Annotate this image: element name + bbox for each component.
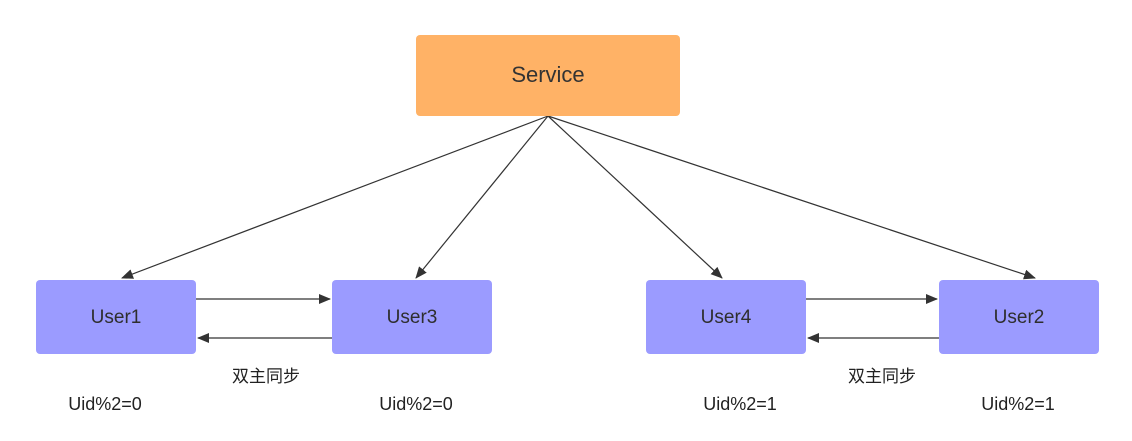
caption-user2: Uid%2=1 — [981, 394, 1055, 414]
user-box — [646, 280, 806, 354]
user-node-user4: User4 — [646, 280, 806, 354]
sync-label-right: 双主同步 — [848, 367, 916, 387]
user-node-user2: User2 — [939, 280, 1099, 354]
service-node: Service — [416, 35, 680, 116]
edge-service-user3 — [415, 115, 549, 279]
caption-user1: Uid%2=0 — [68, 394, 142, 414]
user-label: User2 — [994, 307, 1045, 328]
edge-service-user1 — [121, 115, 549, 279]
user-label: User1 — [91, 307, 142, 328]
sync-edges — [196, 294, 939, 343]
service-label: Service — [511, 62, 584, 87]
user-node-user1: User1 — [36, 280, 196, 354]
caption-user3: Uid%2=0 — [379, 394, 453, 414]
service-edges — [121, 115, 1036, 280]
user-label: User4 — [701, 307, 752, 328]
user-label: User3 — [387, 307, 438, 328]
user-box — [36, 280, 196, 354]
user-node-user3: User3 — [332, 280, 492, 354]
edge-service-user4 — [547, 115, 723, 279]
user-box — [939, 280, 1099, 354]
user-box — [332, 280, 492, 354]
sync-label-left: 双主同步 — [232, 367, 300, 387]
edge-service-user2 — [547, 115, 1036, 280]
service-box — [416, 35, 680, 116]
caption-user4: Uid%2=1 — [703, 394, 777, 414]
